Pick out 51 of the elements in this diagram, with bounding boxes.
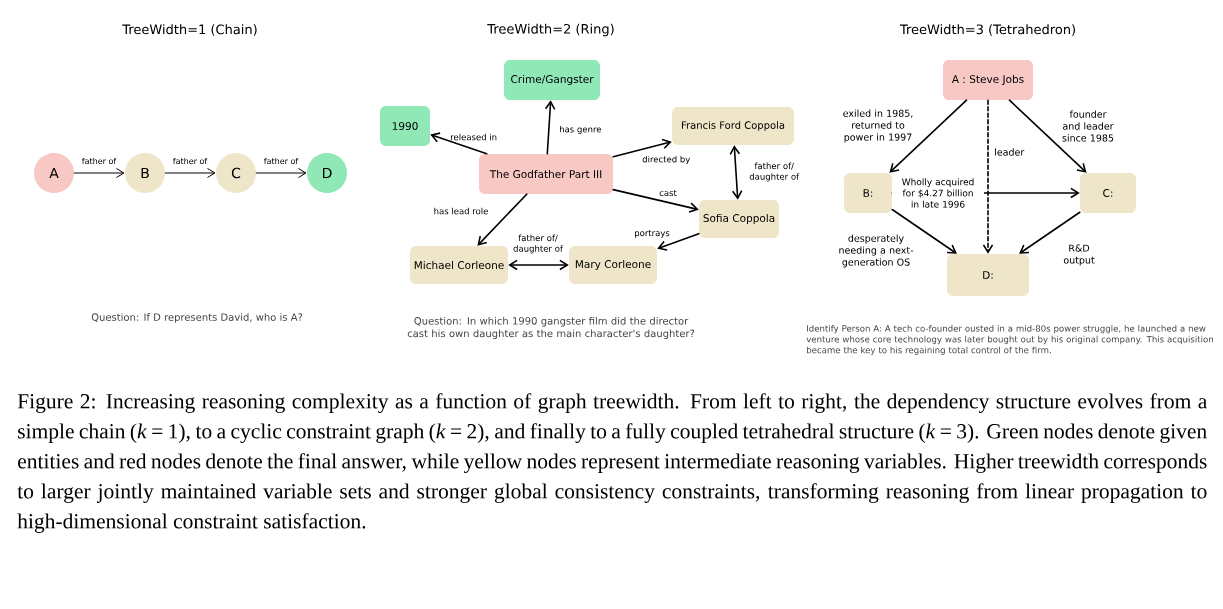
variable-box: Michael Corleone: [410, 246, 508, 284]
edge-label: leader: [995, 148, 1025, 156]
edge-label: father of: [264, 157, 299, 165]
arrow: [657, 232, 700, 251]
variable-box: B:: [844, 173, 892, 213]
figure-caption: Figure 2: Increasing reasoning complexity as a function of graph treewidth. From left to right, the dependency structure evolves from a simple chain (k = 1), to a cyclic constraint graph (k = 2), and finally to a fully coupled tetrahedral structure (k = 3). Green nodes denote given entities and red nodes denote the final answer, while yellow nodes represent intermediate reasoning variables. Higher treewidth corresponds to larger jointly maintained variable sets and stronger global consistency constraints, transforming reasoning from linear propagation to high-dimensional constraint satisfaction.: [17, 393, 1208, 533]
edge-label: father of/ daughter of: [749, 162, 800, 182]
arrow: [430, 132, 488, 155]
edge-label: desperately needing a next-generation OS: [839, 234, 914, 268]
entity-box: Crime/Gangster: [504, 60, 600, 100]
edge-label: founder and leader since 1985: [1062, 110, 1114, 142]
question-text: Identify Person A: A tech co-founder ousted in a mid-80s power struggle, he launched a new venture whose core technology was later bought out by his original company. This acquisition became the key to his regaining total control of the firm.: [806, 325, 1213, 355]
arrow: [255, 167, 307, 179]
edge-label: cast: [659, 189, 677, 197]
edge-label: released in: [451, 133, 497, 141]
edge-label: has genre: [560, 125, 602, 135]
arrow: [889, 99, 968, 173]
edge-label: R&D output: [1063, 244, 1095, 266]
edge-label: father of: [82, 157, 117, 165]
edge-label: father of: [173, 157, 208, 165]
edge-label: Wholly acquired for $4.27 billion in late 1996: [892, 177, 984, 209]
edge-label: has lead role: [434, 207, 488, 215]
panel-title: TreeWidth=1 (Chain): [122, 24, 257, 36]
arrow: [164, 167, 216, 179]
arrow: [73, 167, 125, 179]
arrow: [612, 138, 672, 158]
arrow: [1008, 99, 1087, 173]
arrow: [508, 259, 569, 271]
variable-box: Sofia Coppola: [699, 200, 779, 238]
arrow: [612, 188, 699, 213]
question-text: Question: In which 1990 gangster film did the director cast his own daughter as the main character's daughter?: [407, 316, 695, 340]
variable-box: Francis Ford Coppola: [672, 107, 794, 145]
arrow: [891, 208, 957, 254]
panel-title: TreeWidth=2 (Ring): [487, 23, 614, 37]
edge-label: father of/ daughter of: [513, 234, 564, 254]
arrow: [477, 193, 528, 246]
arrow: [729, 145, 743, 200]
edge-label: portrays: [635, 230, 670, 238]
answer-box: A : Steve Jobs: [943, 60, 1033, 100]
answer-box: The Godfather Part III: [479, 154, 613, 194]
arrow: [982, 99, 994, 254]
edge-label: exiled in 1985, returned to power in 1997: [843, 109, 913, 143]
variable-box: C:: [1080, 173, 1136, 213]
variable-box: Mary Corleone: [569, 246, 657, 284]
arrow: [544, 100, 556, 155]
variable-box: D:: [947, 254, 1029, 296]
arrow: [1019, 211, 1081, 254]
panel-title: TreeWidth=3 (Tetrahedron): [899, 24, 1075, 36]
question-text: Question: If D represents David, who is A?: [91, 313, 303, 323]
entity-box: 1990: [380, 106, 430, 146]
edge-label: directed by: [642, 155, 690, 165]
